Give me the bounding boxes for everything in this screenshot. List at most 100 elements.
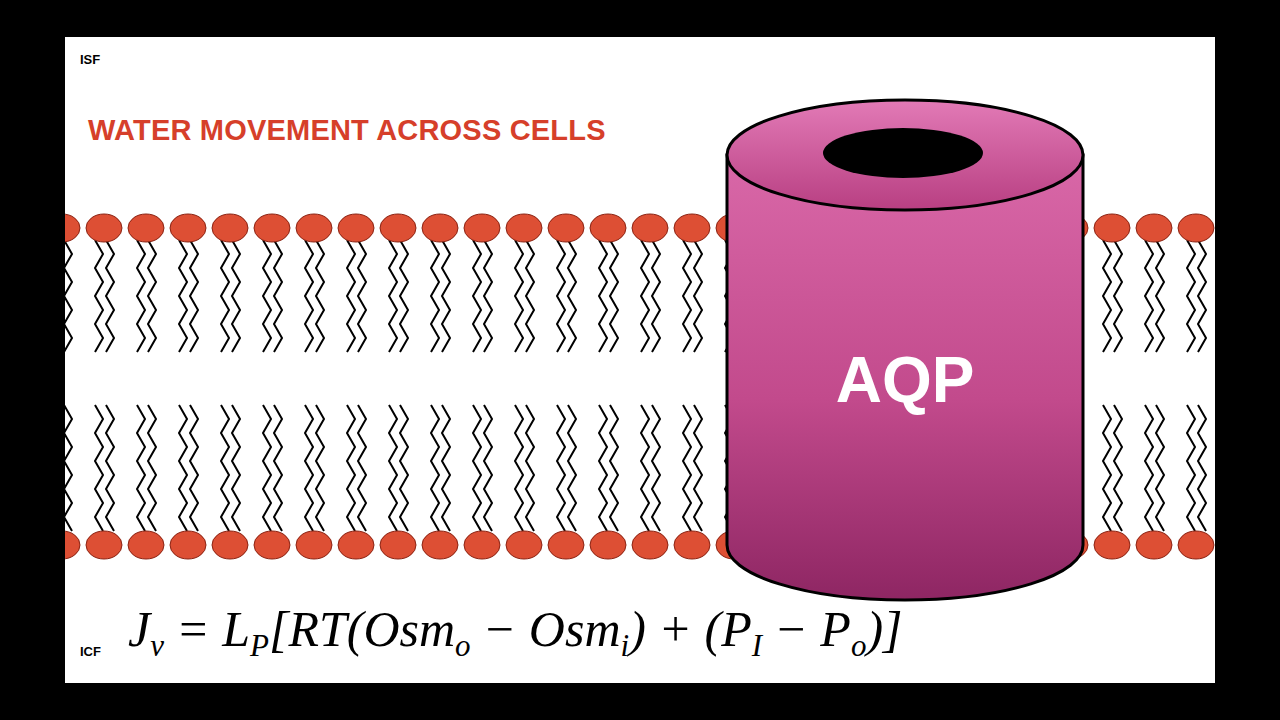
lipid-tail: [1187, 240, 1195, 352]
lipid-tail: [557, 240, 565, 352]
region-label: ISF: [80, 52, 100, 67]
lipid-head: [338, 214, 374, 242]
lipid-head: [1178, 531, 1214, 559]
lipid-tail: [400, 405, 408, 531]
lipid-tail: [641, 405, 649, 531]
lipid-tail: [641, 240, 649, 352]
lipid-tail: [274, 405, 282, 531]
equation-subscript: o: [851, 628, 867, 663]
lipid-tail: [599, 405, 607, 531]
lipid-tail: [137, 240, 145, 352]
lipid-head: [296, 214, 332, 242]
lipid-tail: [232, 240, 240, 352]
lipid-tail: [610, 405, 618, 531]
lipid-head: [1178, 214, 1214, 242]
lipid-tail: [148, 405, 156, 531]
region-label: ICF: [80, 644, 101, 659]
lipid-tail: [389, 405, 397, 531]
lipid-tail: [473, 240, 481, 352]
lipid-tail: [316, 405, 324, 531]
lipid-tail: [232, 405, 240, 531]
lipid-tail: [190, 405, 198, 531]
lipid-head: [212, 214, 248, 242]
lipid-tail: [652, 405, 660, 531]
lipid-tail: [473, 405, 481, 531]
lipid-tail: [179, 240, 187, 352]
lipid-tail: [1114, 405, 1122, 531]
lipid-tail: [599, 240, 607, 352]
equation-term: [RT(Osm: [269, 601, 455, 657]
lipid-tail: [305, 405, 313, 531]
lipid-tail: [694, 405, 702, 531]
lipid-tail: [400, 240, 408, 352]
lipid-tail: [65, 240, 72, 352]
lipid-tail: [179, 405, 187, 531]
lipid-tail: [1145, 405, 1153, 531]
lipid-tail: [106, 240, 114, 352]
equation-term: )]: [866, 601, 902, 657]
equation-term: ) + (P: [629, 601, 752, 657]
lipid-head: [506, 214, 542, 242]
lipid-tail: [221, 240, 229, 352]
lipid-tail: [358, 240, 366, 352]
equation-term: J: [128, 601, 150, 657]
lipid-tail: [148, 240, 156, 352]
lipid-head: [254, 531, 290, 559]
equation-subscript: o: [455, 628, 471, 663]
lipid-tail: [1145, 240, 1153, 352]
lipid-tail: [1198, 405, 1206, 531]
lipid-tail: [1103, 405, 1111, 531]
lipid-head: [464, 214, 500, 242]
lipid-tail: [568, 405, 576, 531]
lipid-tail: [316, 240, 324, 352]
lipid-head: [590, 531, 626, 559]
lipid-tail: [358, 405, 366, 531]
lipid-tail: [1156, 405, 1164, 531]
lipid-head: [380, 214, 416, 242]
lipid-tail: [526, 240, 534, 352]
lipid-tail: [347, 405, 355, 531]
aquaporin-cylinder: [727, 100, 1083, 600]
lipid-head: [422, 214, 458, 242]
lipid-tail: [263, 405, 271, 531]
lipid-head: [1136, 214, 1172, 242]
lipid-tail: [526, 405, 534, 531]
equation-term: − Osm: [483, 601, 621, 657]
equation-subscript: v: [150, 628, 164, 663]
lipid-head: [296, 531, 332, 559]
lipid-tail: [137, 405, 145, 531]
lipid-head: [590, 214, 626, 242]
lipid-tail: [305, 240, 313, 352]
equation-subscript: P: [250, 628, 269, 663]
lipid-tail: [683, 240, 691, 352]
lipid-tail: [1187, 405, 1195, 531]
lipid-head: [548, 531, 584, 559]
lipid-tail: [652, 240, 660, 352]
lipid-tail: [389, 240, 397, 352]
lipid-head: [1094, 531, 1130, 559]
lipid-tail: [1156, 240, 1164, 352]
lipid-tail: [484, 240, 492, 352]
lipid-head: [674, 531, 710, 559]
lipid-head: [170, 214, 206, 242]
lipid-head: [170, 531, 206, 559]
lipid-tail: [431, 405, 439, 531]
lipid-tail: [274, 240, 282, 352]
lipid-head: [422, 531, 458, 559]
lipid-tail: [347, 240, 355, 352]
channel-label: AQP: [836, 343, 975, 417]
lipid-head: [632, 531, 668, 559]
lipid-tail: [694, 240, 702, 352]
lipid-head: [86, 214, 122, 242]
lipid-head: [65, 531, 80, 559]
lipid-tail: [1114, 240, 1122, 352]
lipid-head: [65, 214, 80, 242]
lipid-head: [338, 531, 374, 559]
equation-term: − P: [774, 601, 851, 657]
lipid-tail: [515, 405, 523, 531]
equation-subscript: i: [621, 628, 630, 663]
lipid-tail: [190, 240, 198, 352]
lipid-tail: [1198, 240, 1206, 352]
lipid-tail: [683, 405, 691, 531]
